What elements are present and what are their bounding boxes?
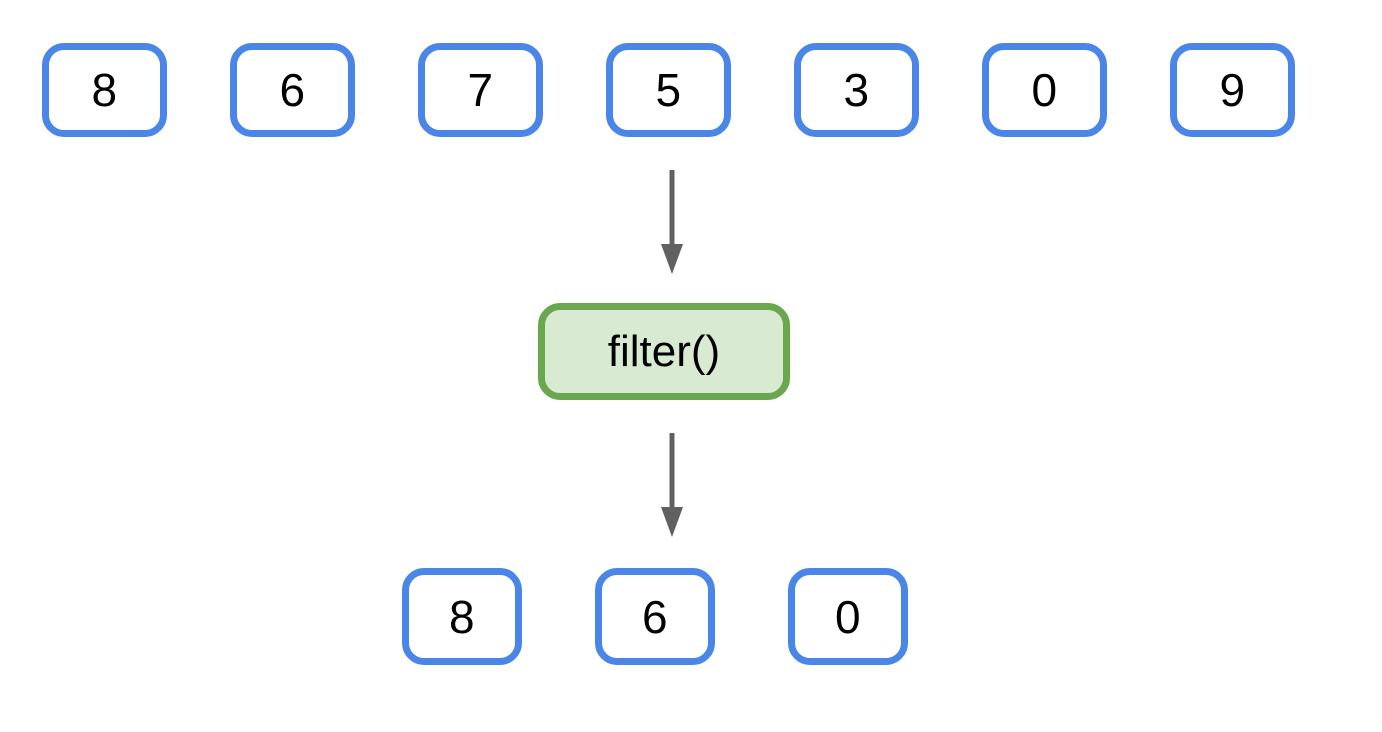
value-label: 9 <box>1219 64 1246 116</box>
arrow-head <box>661 244 683 274</box>
value-box: 0 <box>788 568 908 665</box>
value-box: 9 <box>1170 43 1295 137</box>
value-label: 6 <box>641 590 669 643</box>
value-label: 8 <box>448 590 476 643</box>
value-label: 0 <box>834 590 862 643</box>
filter-function-label: filter() <box>607 326 721 376</box>
value-box: 6 <box>595 568 715 665</box>
value-box: 0 <box>982 43 1107 137</box>
value-box: 3 <box>794 43 919 137</box>
value-label: 6 <box>279 64 306 116</box>
value-label: 3 <box>843 64 870 116</box>
arrow-down-icon <box>661 433 683 537</box>
value-label: 8 <box>91 64 118 116</box>
value-box: 6 <box>230 43 355 137</box>
output-row: 8 6 0 <box>402 568 908 665</box>
value-label: 0 <box>1031 64 1058 116</box>
filter-function-box: filter() <box>538 303 790 400</box>
value-box: 7 <box>418 43 543 137</box>
value-box: 8 <box>42 43 167 137</box>
input-row: 8 6 7 5 3 0 9 <box>42 43 1295 137</box>
arrow-down-icon <box>661 170 683 274</box>
arrow-head <box>661 507 683 537</box>
value-label: 5 <box>655 64 682 116</box>
value-label: 7 <box>467 64 494 116</box>
value-box: 5 <box>606 43 731 137</box>
value-box: 8 <box>402 568 522 665</box>
